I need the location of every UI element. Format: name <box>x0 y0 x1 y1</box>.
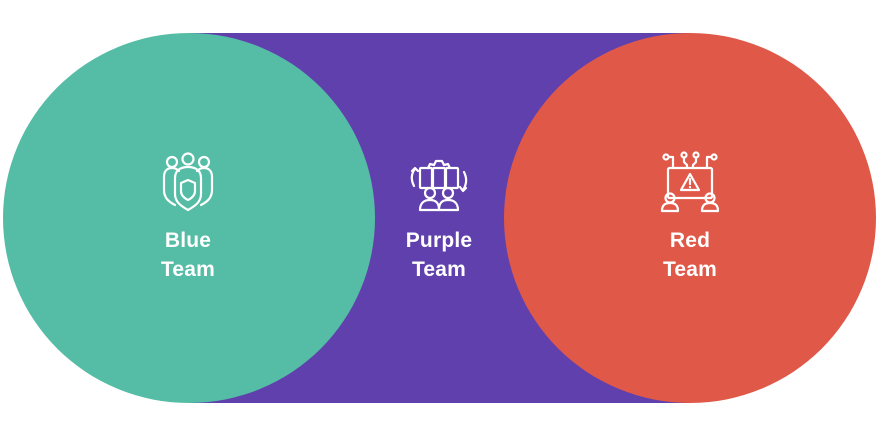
red-team-circle <box>504 33 876 403</box>
blue-team-circle <box>3 33 375 403</box>
blue-team-label-line2: Team <box>160 258 216 281</box>
blue-team-node: Blue Team <box>108 150 268 284</box>
blue-team-label: Blue Team <box>161 226 215 284</box>
shield-group-icon <box>162 152 214 212</box>
collaboration-cycle-icon <box>410 159 468 212</box>
red-team-label-line2: Team <box>662 258 718 281</box>
purple-team-node: Purple Team <box>359 150 519 284</box>
purple-team-label: Purple Team <box>406 226 473 284</box>
red-team-node: Red Team <box>610 150 770 284</box>
red-team-label: Red Team <box>663 226 717 284</box>
blue-team-label-line1: Blue <box>164 229 212 252</box>
purple-team-label-line2: Team <box>411 258 467 281</box>
red-team-label-line1: Red <box>669 229 711 252</box>
purple-team-label-line1: Purple <box>405 229 473 252</box>
network-alert-icon <box>660 151 720 213</box>
